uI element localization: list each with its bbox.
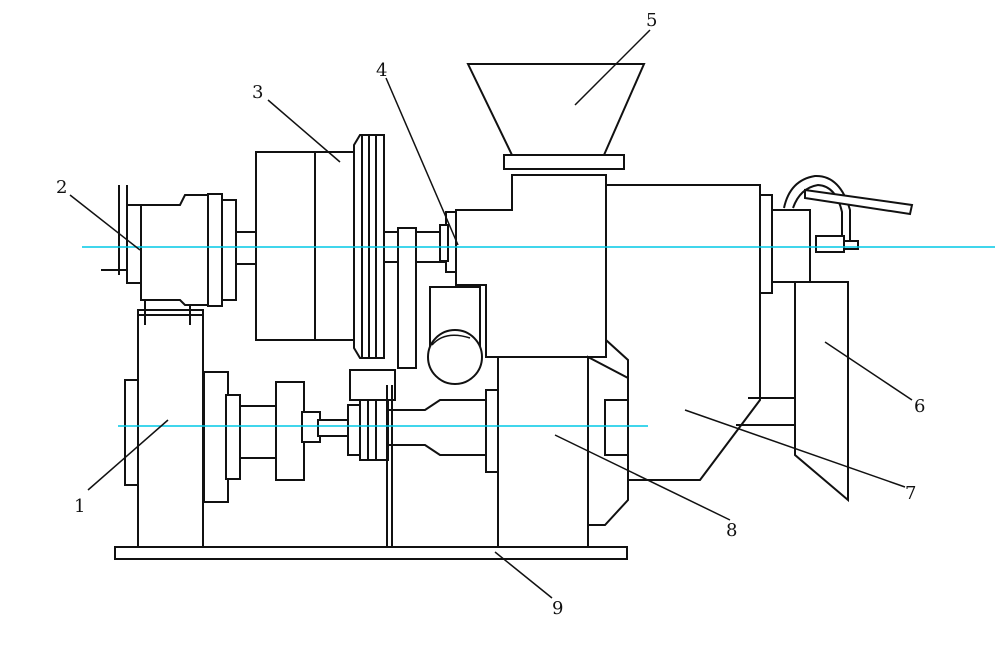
gear-box [497,355,629,548]
leader-3 [267,99,341,163]
leader-7 [684,409,906,488]
leader-6 [824,341,913,401]
leader-2 [69,194,141,251]
callout-3: 3 [252,82,263,103]
callout-4: 4 [376,60,387,81]
shaft-collar [397,227,417,369]
leader-8 [554,434,731,521]
callout-2: 2 [56,177,67,198]
barrel-support [736,397,795,426]
outlet-pipe [783,174,914,253]
hopper [466,63,646,170]
callout-6: 6 [914,396,925,417]
leader-1 [87,419,169,491]
press-barrel [605,184,811,481]
feed-housing [429,174,607,358]
leader-4 [385,77,459,246]
drive-pulley [427,329,483,385]
left-pedestal [124,300,204,548]
callout-7: 7 [905,483,916,504]
leader-lines [69,29,913,599]
base-plate [114,546,628,560]
leader-9 [494,551,553,599]
end-flange-assembly [101,185,259,307]
discharge-chute [794,281,849,503]
callout-9: 9 [552,598,563,619]
callout-5: 5 [646,10,657,31]
callout-8: 8 [726,520,737,541]
leader-5 [574,29,651,106]
lower-drive-shaft [203,369,499,547]
callout-1: 1 [74,496,85,517]
